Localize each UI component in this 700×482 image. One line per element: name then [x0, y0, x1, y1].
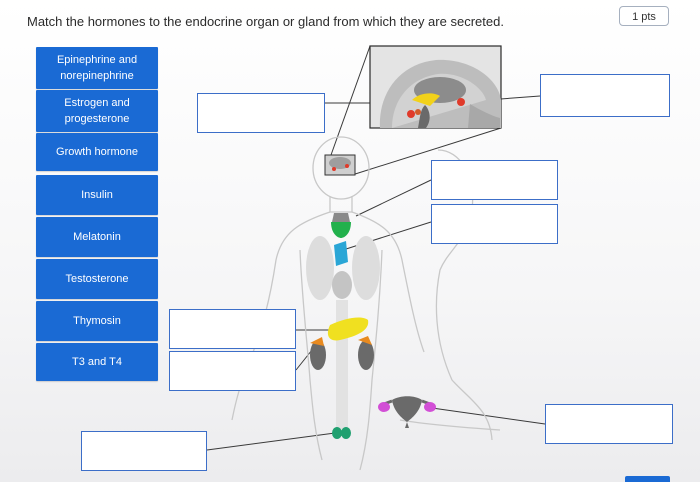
hormone-tile-testosterone[interactable]: Testosterone: [36, 259, 158, 299]
hormone-tile-estrogen[interactable]: Estrogen and progesterone: [36, 90, 158, 132]
drop-target-ovaries[interactable]: [545, 404, 673, 444]
drop-target-pancreas[interactable]: [169, 309, 296, 349]
drop-target-adrenal[interactable]: [169, 351, 296, 391]
hormone-tile-epinephrine[interactable]: Epinephrine and norepinephrine: [36, 47, 158, 89]
drop-target-pituitary[interactable]: [540, 74, 670, 117]
drop-target-pineal[interactable]: [197, 93, 325, 133]
hormone-tile-melatonin[interactable]: Melatonin: [36, 217, 158, 257]
pancreas: [327, 317, 369, 341]
uterus-ovaries: [378, 396, 436, 428]
hormone-tile-t3-t4[interactable]: T3 and T4: [36, 343, 158, 381]
leader-lines: [206, 45, 546, 451]
scroll-accent: [625, 476, 670, 482]
drop-target-testes[interactable]: [81, 431, 207, 471]
drop-target-thyroid[interactable]: [431, 160, 558, 200]
points-badge: 1 pts: [619, 6, 669, 26]
thymus-gland: [334, 241, 348, 266]
kidneys-adrenals: [310, 336, 374, 370]
hormone-tile-growth-hormone[interactable]: Growth hormone: [36, 133, 158, 171]
head-brain: [324, 154, 356, 176]
hormone-tile-insulin[interactable]: Insulin: [36, 175, 158, 215]
thyroid-gland: [331, 213, 351, 238]
testes: [332, 427, 351, 439]
hormone-tile-thymosin[interactable]: Thymosin: [36, 301, 158, 341]
question-text: Match the hormones to the endocrine orga…: [27, 14, 504, 29]
brain-inset: [369, 45, 502, 129]
drop-target-thymus[interactable]: [431, 204, 558, 244]
